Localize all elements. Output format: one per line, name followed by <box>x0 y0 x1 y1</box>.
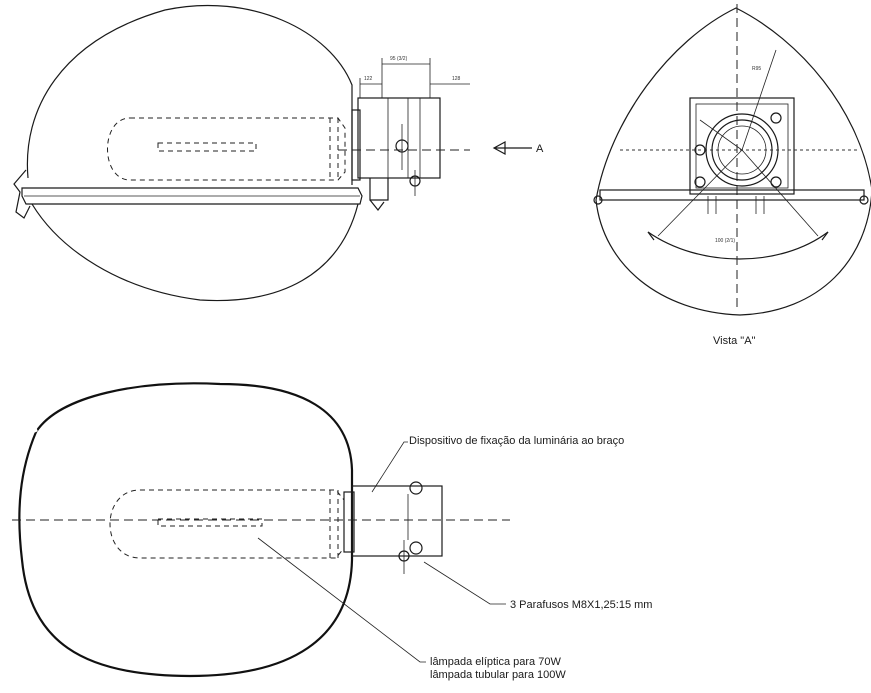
svg-text:100 (2/1): 100 (2/1) <box>715 238 735 244</box>
side-dimension-lines <box>359 58 470 98</box>
svg-text:R95: R95 <box>752 66 761 72</box>
side-view: 95 (3/2) 122 128 A <box>13 4 544 302</box>
leader-device <box>371 441 408 493</box>
side-lamp-outline <box>107 117 346 181</box>
svg-text:128: 128 <box>452 76 461 82</box>
top-lamp-filament <box>157 518 263 527</box>
front-base-plate <box>599 189 865 201</box>
svg-text:95 (3/2): 95 (3/2) <box>390 56 408 62</box>
side-upper-housing <box>26 4 353 185</box>
side-base-plate <box>21 187 363 205</box>
leader-screws <box>423 561 506 605</box>
callout-fixing-device: Dispositivo de fixação da luminária ao b… <box>409 435 624 447</box>
side-hinge <box>13 169 31 219</box>
side-lamp-filament <box>157 142 257 152</box>
front-mount-square <box>689 97 795 195</box>
side-mount-block <box>357 97 441 179</box>
callout-lamp-tubular: lâmpada tubular para 100W <box>430 669 566 681</box>
view-arrow <box>492 140 532 156</box>
front-angle-arc <box>647 231 829 260</box>
leader-lamp <box>257 537 426 663</box>
svg-text:122: 122 <box>364 76 373 82</box>
top-lamp-outline <box>109 489 345 559</box>
top-housing-outline <box>18 382 354 678</box>
top-view: Dispositivo de fixação da luminária ao b… <box>12 382 652 681</box>
front-view-caption: Vista "A" <box>713 335 756 347</box>
front-housing-outline <box>595 7 871 316</box>
callout-lamp-elliptic: lâmpada elíptica para 70W <box>430 656 561 668</box>
top-mount-block <box>351 485 443 557</box>
side-lower-refractor <box>31 203 359 302</box>
callout-screws: 3 Parafusos M8X1,25:15 mm <box>510 599 652 611</box>
view-arrow-label: A <box>536 143 544 155</box>
front-view: 100 (2/1) R95 Vista "A" <box>593 4 871 347</box>
